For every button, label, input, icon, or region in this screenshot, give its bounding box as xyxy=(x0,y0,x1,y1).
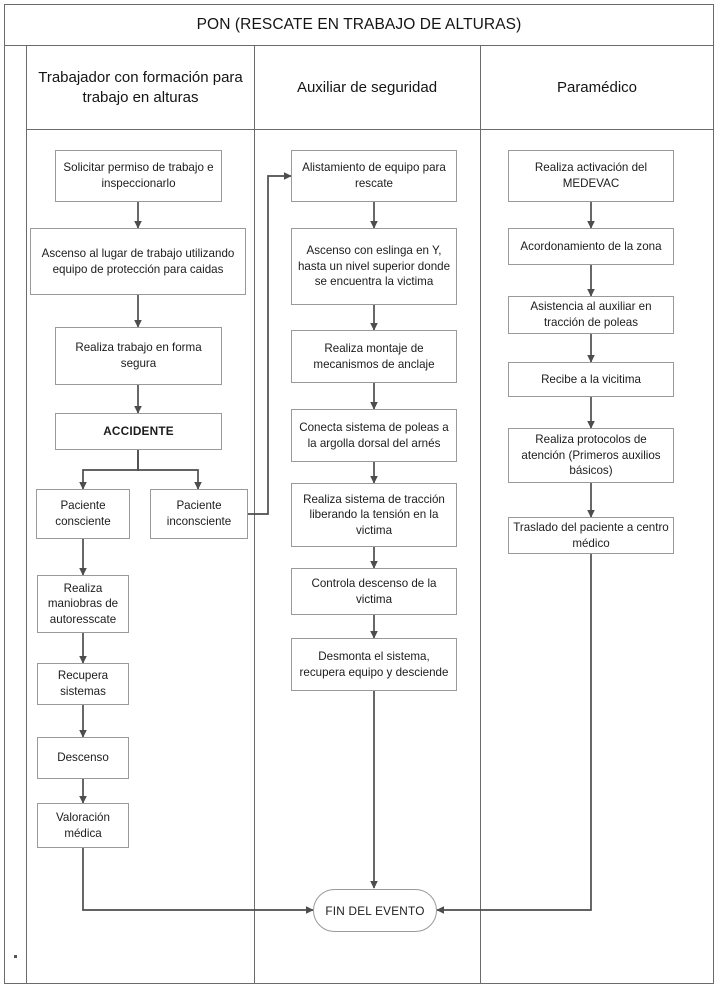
node-sistema-traccion[interactable]: Realiza sistema de tracción liberando la… xyxy=(291,483,457,547)
node-valoracion-medica[interactable]: Valoración médica xyxy=(37,803,129,848)
node-recupera-sistemas[interactable]: Recupera sistemas xyxy=(37,663,129,705)
lane-separator-1 xyxy=(254,46,255,984)
node-controla-descenso[interactable]: Controla descenso de la victima xyxy=(291,568,457,615)
node-desmonta-sistema[interactable]: Desmonta el sistema, recupera equipo y d… xyxy=(291,638,457,691)
lane-header-auxiliar: Auxiliar de seguridad xyxy=(254,46,480,130)
lane-separator-2 xyxy=(480,46,481,984)
node-protocolos-atencion[interactable]: Realiza protocolos de atención (Primeros… xyxy=(508,428,674,483)
node-alistamiento-equipo[interactable]: Alistamiento de equipo para rescate xyxy=(291,150,457,202)
node-ascenso-lugar-trabajo[interactable]: Ascenso al lugar de trabajo utilizando e… xyxy=(30,228,246,295)
node-paciente-consciente[interactable]: Paciente consciente xyxy=(36,489,130,539)
diagram-outer-frame xyxy=(4,4,714,984)
page-title: PON (RESCATE EN TRABAJO DE ALTURAS) xyxy=(196,15,522,33)
node-fin-del-evento[interactable]: FIN DEL EVENTO xyxy=(313,889,437,932)
left-gutter-column xyxy=(4,46,27,984)
node-acordonamiento-zona[interactable]: Acordonamiento de la zona xyxy=(508,228,674,265)
node-activacion-medevac[interactable]: Realiza activación del MEDEVAC xyxy=(508,150,674,202)
node-ascenso-eslinga-y[interactable]: Ascenso con eslinga en Y, hasta un nivel… xyxy=(291,228,457,305)
node-montaje-mecanismos-anclaje[interactable]: Realiza montaje de mecanismos de anclaje xyxy=(291,330,457,383)
node-traslado-centro-medico[interactable]: Traslado del paciente a centro médico xyxy=(508,517,674,554)
node-recibe-victima[interactable]: Recibe a la vicitima xyxy=(508,362,674,397)
node-solicitar-permiso[interactable]: Solicitar permiso de trabajo e inspeccio… xyxy=(55,150,222,202)
corner-dot-marker xyxy=(14,955,17,958)
node-maniobras-autorescate[interactable]: Realiza maniobras de autoresscate xyxy=(37,575,129,633)
node-descenso[interactable]: Descenso xyxy=(37,737,129,779)
node-conecta-sistema-poleas[interactable]: Conecta sistema de poleas a la argolla d… xyxy=(291,409,457,462)
diagram-title-row: PON (RESCATE EN TRABAJO DE ALTURAS) xyxy=(4,4,714,46)
lane-header-trabajador: Trabajador con formación para trabajo en… xyxy=(27,46,254,130)
node-realiza-trabajo-seguro[interactable]: Realiza trabajo en forma segura xyxy=(55,327,222,385)
lane-header-paramedico: Paramédico xyxy=(480,46,714,130)
node-paciente-inconsciente[interactable]: Paciente inconsciente xyxy=(150,489,248,539)
node-asistencia-auxiliar[interactable]: Asistencia al auxiliar en tracción de po… xyxy=(508,296,674,334)
node-accidente[interactable]: ACCIDENTE xyxy=(55,413,222,450)
